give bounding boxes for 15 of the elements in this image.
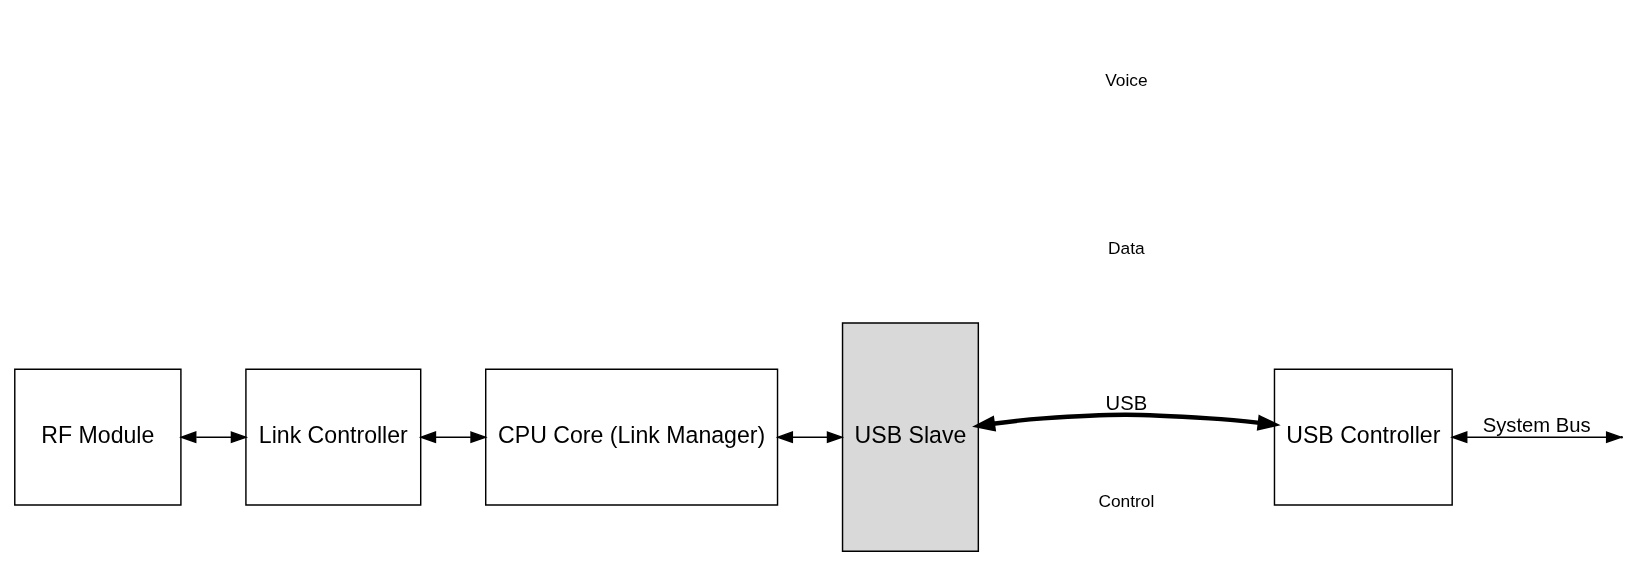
arrow <box>775 431 845 444</box>
node-box: RF Module <box>14 368 182 506</box>
node-box: USB Slave <box>841 322 980 553</box>
edge-label: USB <box>1105 392 1148 415</box>
node-box: USB Controller <box>1273 368 1453 506</box>
edge-label: System Bus <box>1482 413 1591 436</box>
arrow <box>972 412 1281 432</box>
node-box: Link Controller <box>245 368 422 506</box>
label: Control <box>1098 490 1155 511</box>
arrow <box>1450 431 1624 444</box>
arrow <box>179 431 249 444</box>
arrow <box>418 431 488 444</box>
label: Voice <box>1105 70 1148 91</box>
node-box: CPU Core (Link Manager) <box>485 368 779 506</box>
label: Data <box>1108 237 1145 258</box>
